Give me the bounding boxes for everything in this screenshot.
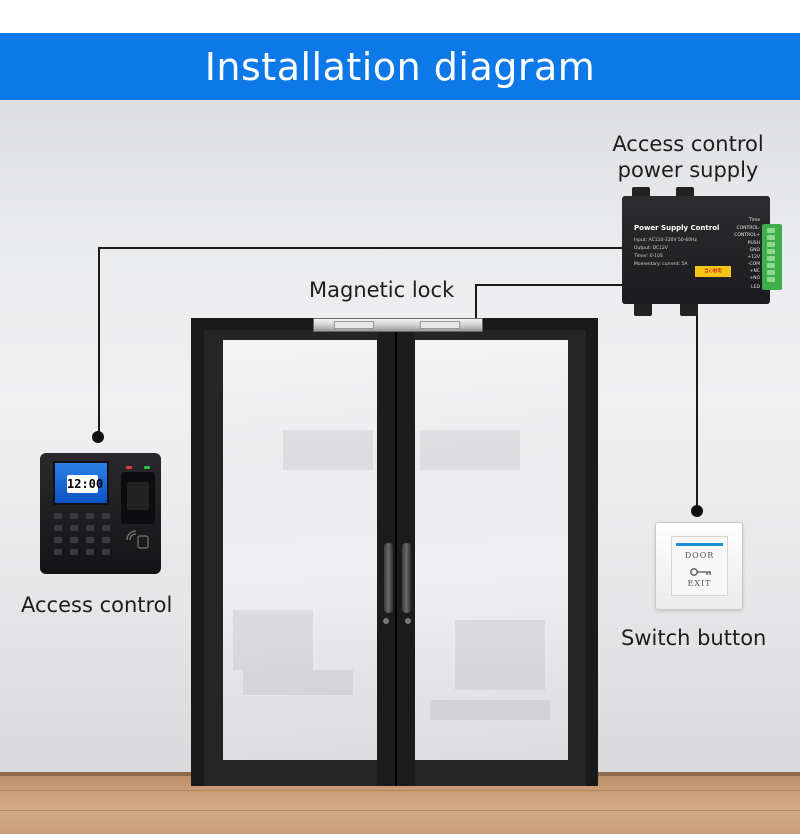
exit-switch-button: DOOR EXIT bbox=[655, 522, 743, 610]
wire-psu-to-switch bbox=[696, 303, 698, 510]
psu-terminal-label: -COM bbox=[747, 262, 760, 267]
psu-title: Power Supply Control bbox=[634, 224, 720, 232]
status-led-red bbox=[126, 466, 132, 469]
access-control-clock: 12:00 bbox=[67, 475, 104, 493]
magnetic-lock-label: Magnetic lock bbox=[309, 278, 455, 302]
exit-bottom-text: EXIT bbox=[687, 579, 712, 588]
access-control-screen: 12:00 bbox=[53, 461, 109, 505]
banner-title: Installation diagram bbox=[204, 44, 596, 89]
psu-terminal-label: CONTROL+ bbox=[734, 233, 760, 238]
wire-maglock-to-psu bbox=[475, 284, 625, 286]
access-control-device: 12:00 bbox=[40, 453, 161, 574]
switch-button-label: Switch button bbox=[621, 626, 767, 650]
psu-terminal-label: +12V bbox=[747, 255, 760, 260]
status-led-green bbox=[144, 466, 150, 469]
glass-panel-left bbox=[223, 340, 377, 760]
exit-button-face: DOOR EXIT bbox=[671, 536, 728, 596]
psu-terminal-label: Time bbox=[748, 218, 760, 223]
power-supply-unit: Power Supply Control Input: AC110-220V 5… bbox=[622, 196, 770, 304]
magnetic-lock bbox=[313, 318, 483, 332]
psu-terminal-label: LED bbox=[751, 285, 760, 290]
psu-spec: Output: DC12V bbox=[634, 246, 668, 251]
door-handle-left bbox=[384, 543, 393, 613]
rfid-icon bbox=[126, 530, 149, 549]
glass-panel-right bbox=[415, 340, 568, 760]
psu-terminal-label: GND bbox=[749, 248, 760, 253]
psu-terminal-block bbox=[762, 224, 782, 290]
psu-mount-tab bbox=[634, 302, 652, 316]
psu-terminal-label: CONTROL- bbox=[736, 226, 760, 231]
psu-spec: Momentary: current: 5A bbox=[634, 262, 688, 267]
wire-access-control-to-psu bbox=[98, 247, 624, 249]
psu-spec: Input: AC110-220V 50-60Hz bbox=[634, 238, 697, 243]
wire-maglock-drop bbox=[475, 284, 477, 324]
wire-endpoint-access-control bbox=[92, 431, 104, 443]
psu-terminal-label: +NC bbox=[749, 269, 760, 274]
power-supply-label-line1: Access control bbox=[612, 132, 764, 156]
psu-terminal-label: +NO bbox=[749, 276, 760, 281]
key-icon bbox=[690, 568, 711, 576]
keyhole-left bbox=[383, 618, 389, 624]
door-gap bbox=[395, 330, 397, 786]
fingerprint-sensor bbox=[121, 472, 155, 524]
psu-warning-sticker: 当心触电 bbox=[694, 265, 732, 278]
door-handle-right bbox=[402, 543, 411, 613]
keyhole-right bbox=[405, 618, 411, 624]
power-supply-label-line2: power supply bbox=[617, 158, 759, 182]
exit-top-text: DOOR bbox=[684, 551, 715, 560]
wire-access-control-drop bbox=[98, 247, 100, 437]
psu-terminal-label: PUSH bbox=[747, 241, 760, 246]
psu-mount-tab bbox=[680, 302, 698, 316]
psu-spec: Timer: 0-10S bbox=[634, 254, 663, 259]
access-control-label: Access control bbox=[21, 593, 173, 617]
wire-endpoint-switch bbox=[691, 505, 703, 517]
title-banner: Installation diagram bbox=[0, 33, 800, 100]
